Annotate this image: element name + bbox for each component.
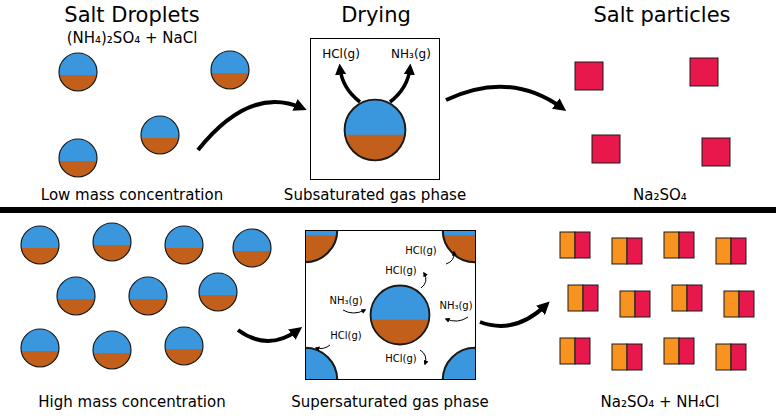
gas-label: HCl(g) bbox=[385, 265, 416, 277]
sodium-sulfate-part bbox=[687, 285, 702, 311]
exchange-arrow bbox=[446, 252, 454, 264]
droplet-group bbox=[59, 51, 249, 177]
sodium-sulfate-part bbox=[635, 291, 650, 317]
droplet bbox=[59, 53, 97, 91]
sodium-sulfate-part bbox=[627, 238, 642, 264]
process-arrow bbox=[238, 330, 298, 341]
exchange-arrow bbox=[421, 273, 426, 288]
ammonium-chloride-part bbox=[724, 291, 739, 317]
gas-label: HCl(g) bbox=[385, 353, 416, 365]
droplet bbox=[141, 116, 179, 154]
product-label: Na₂SO₄ bbox=[633, 187, 687, 204]
salt-particle bbox=[690, 58, 718, 86]
droplet bbox=[57, 277, 95, 315]
sodium-sulfate-part bbox=[679, 338, 694, 364]
drying-inset: DryingHCl(g)NH₃(g) bbox=[310, 38, 440, 180]
droplet bbox=[211, 51, 249, 89]
exchange-arrow bbox=[446, 317, 468, 321]
exchange-arrow bbox=[316, 345, 330, 349]
gas-label: NH₃(g) bbox=[329, 295, 362, 307]
column-heading: Salt Droplets bbox=[64, 3, 199, 27]
droplet bbox=[21, 226, 59, 264]
drying-droplet bbox=[345, 100, 406, 161]
sodium-sulfate-part bbox=[575, 232, 590, 258]
ammonium-chloride-part bbox=[664, 232, 679, 258]
drying-inset: HCl(g) HCl(g) NH₃(g) NH₃(g) HCl(g) HCl(g) bbox=[305, 230, 476, 380]
ammonium-chloride-part bbox=[716, 238, 731, 264]
droplet bbox=[165, 226, 203, 264]
ammonium-chloride-part bbox=[672, 285, 687, 311]
droplet bbox=[21, 329, 59, 367]
gas-arrow bbox=[340, 68, 360, 102]
particle-group bbox=[560, 232, 754, 370]
particle-group bbox=[575, 58, 730, 166]
gas-label: HCl(g) bbox=[405, 245, 436, 257]
condition-label: High mass concentration bbox=[38, 394, 225, 411]
sodium-sulfate-part bbox=[679, 232, 694, 258]
ammonium-chloride-part bbox=[612, 238, 627, 264]
process-arrow bbox=[446, 87, 562, 108]
sodium-sulfate-part bbox=[583, 285, 598, 311]
sodium-sulfate-part bbox=[731, 344, 746, 370]
droplet bbox=[93, 223, 131, 261]
droplet bbox=[59, 139, 97, 177]
exchange-arrow bbox=[420, 350, 426, 364]
droplet bbox=[93, 331, 131, 369]
sodium-sulfate-part bbox=[739, 291, 754, 317]
condition-label: Supersaturated gas phase bbox=[291, 394, 489, 411]
drying-droplet bbox=[371, 286, 430, 345]
droplet bbox=[233, 229, 271, 267]
ammonium-chloride-part bbox=[568, 285, 583, 311]
sodium-sulfate-part bbox=[731, 238, 746, 264]
process-arrow bbox=[198, 102, 302, 150]
ammonium-chloride-part bbox=[664, 338, 679, 364]
process-arrow bbox=[480, 305, 546, 326]
ammonium-chloride-part bbox=[716, 344, 731, 370]
sodium-sulfate-part bbox=[575, 338, 590, 364]
gas-label: HCl(g) bbox=[322, 48, 360, 62]
droplet bbox=[129, 277, 167, 315]
column-heading: Salt particles bbox=[593, 3, 730, 27]
salt-particle bbox=[592, 135, 620, 163]
droplet bbox=[165, 327, 203, 365]
product-label: Na₂SO₄ + NH₄Cl bbox=[600, 394, 719, 411]
divider-bar bbox=[0, 207, 776, 213]
exchange-arrow bbox=[343, 310, 365, 313]
gas-label: NH₃(g) bbox=[439, 300, 472, 312]
neighbour-droplets bbox=[305, 230, 475, 380]
sodium-sulfate-part bbox=[627, 344, 642, 370]
ammonium-chloride-part bbox=[620, 291, 635, 317]
droplet-group bbox=[21, 223, 271, 369]
gas-label: NH₃(g) bbox=[391, 48, 431, 62]
droplet bbox=[199, 273, 237, 311]
ammonium-chloride-part bbox=[612, 344, 627, 370]
ammonium-chloride-part bbox=[560, 338, 575, 364]
condition-label: Low mass concentration bbox=[41, 187, 223, 204]
composition-label: (NH₄)₂SO₄ + NaCl bbox=[67, 30, 198, 47]
salt-particle bbox=[702, 138, 730, 166]
gas-label: HCl(g) bbox=[330, 330, 361, 342]
column-heading: Drying bbox=[341, 3, 411, 27]
salt-particle bbox=[575, 62, 603, 90]
gas-arrow bbox=[390, 68, 410, 102]
condition-label: Subsaturated gas phase bbox=[284, 187, 466, 204]
ammonium-chloride-part bbox=[560, 232, 575, 258]
